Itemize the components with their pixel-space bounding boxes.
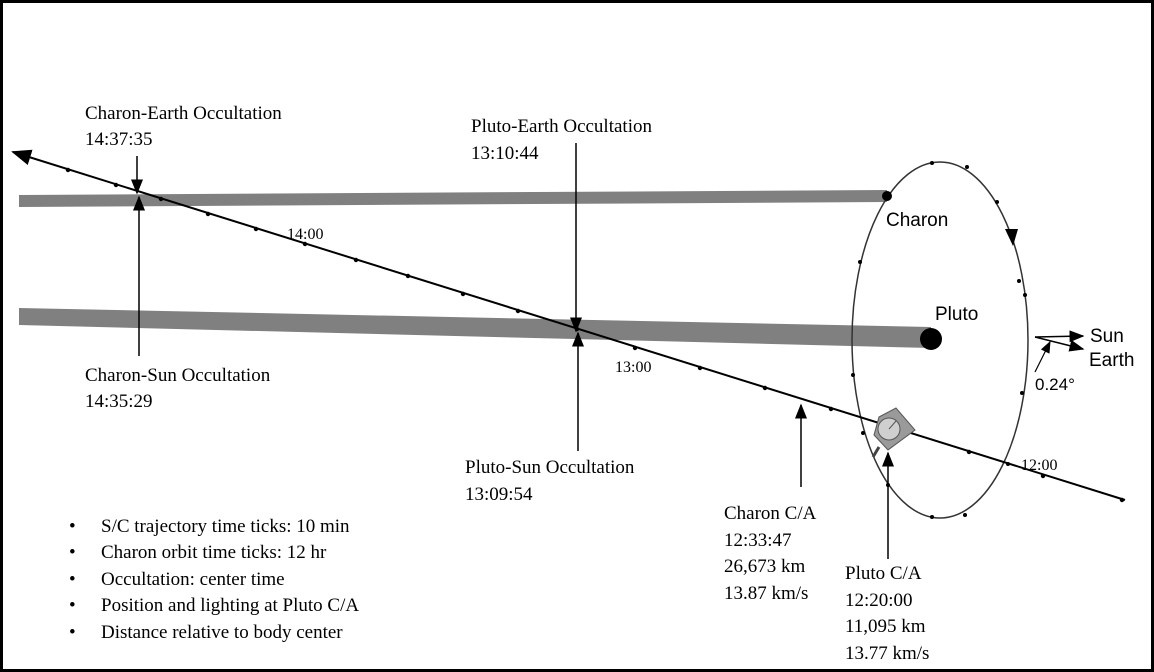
note-item: S/C trajectory time ticks: 10 min — [101, 516, 350, 537]
pluto-earth-occultation-time: 13:10:44 — [471, 143, 539, 164]
charon-shadow-band — [19, 190, 887, 207]
diagram-canvas: Charon-Earth Occultation 14:37:35 Pluto-… — [11, 103, 1134, 664]
pluto-sun-occultation-time: 13:09:54 — [465, 484, 533, 505]
spacecraft-trajectory — [11, 149, 1126, 501]
note-item: Occultation: center time — [101, 569, 285, 590]
charon-ca-time: 12:33:47 — [724, 530, 792, 551]
charon-sun-occultation-time: 14:35:29 — [85, 391, 153, 412]
pluto-body — [920, 328, 942, 350]
angle-pointer — [1034, 340, 1051, 373]
orbit-direction-arrow — [1005, 229, 1018, 246]
note-bullet: • — [69, 595, 76, 616]
angle-label: 0.24° — [1035, 375, 1075, 394]
charon-sun-occultation-label: Charon-Sun Occultation — [85, 365, 271, 386]
pluto-ca-time: 12:20:00 — [845, 590, 913, 611]
trajectory-time-ticks — [25, 154, 1125, 503]
charon-earth-occultation-label: Charon-Earth Occultation — [85, 103, 282, 124]
charon-body — [882, 191, 892, 201]
pluto-sun-occultation-label: Pluto-Sun Occultation — [465, 457, 635, 478]
trajectory-tick-label-1400: 14:00 — [287, 226, 323, 243]
pluto-earth-occultation-label: Pluto-Earth Occultation — [471, 116, 652, 137]
pluto-ca-label: Pluto C/A — [845, 563, 922, 584]
note-item: Distance relative to body center — [101, 622, 343, 643]
charon-earth-occultation-time: 14:37:35 — [85, 129, 153, 150]
trajectory-tick-label-1300: 13:00 — [615, 359, 651, 376]
pluto-label: Pluto — [935, 304, 978, 325]
pluto-shadow-band — [19, 308, 931, 348]
charon-ca-label: Charon C/A — [724, 503, 817, 524]
charon-label: Charon — [886, 210, 948, 231]
note-item: Charon orbit time ticks: 12 hr — [101, 542, 327, 563]
charon-ca-distance: 26,673 km — [724, 556, 806, 577]
pluto-ca-distance: 11,095 km — [845, 616, 926, 637]
note-bullet: • — [69, 542, 76, 563]
sun-direction-arrow — [1034, 330, 1085, 343]
trajectory-tick-label-1200: 12:00 — [1021, 457, 1057, 474]
note-bullet: • — [69, 516, 76, 537]
charon-orbit-ticks — [851, 161, 1027, 519]
notes-list: • S/C trajectory time ticks: 10 min • Ch… — [69, 516, 359, 643]
spacecraft-icon — [871, 407, 916, 458]
note-bullet: • — [69, 622, 76, 643]
note-bullet: • — [69, 569, 76, 590]
charon-ca-speed: 13.87 km/s — [724, 583, 808, 604]
note-item: Position and lighting at Pluto C/A — [101, 595, 359, 616]
sun-label: Sun — [1090, 326, 1124, 347]
earth-label: Earth — [1089, 350, 1134, 371]
earth-direction-arrow — [1034, 336, 1085, 352]
pluto-ca-speed: 13.77 km/s — [845, 643, 929, 664]
charon-orbit — [851, 161, 1029, 519]
